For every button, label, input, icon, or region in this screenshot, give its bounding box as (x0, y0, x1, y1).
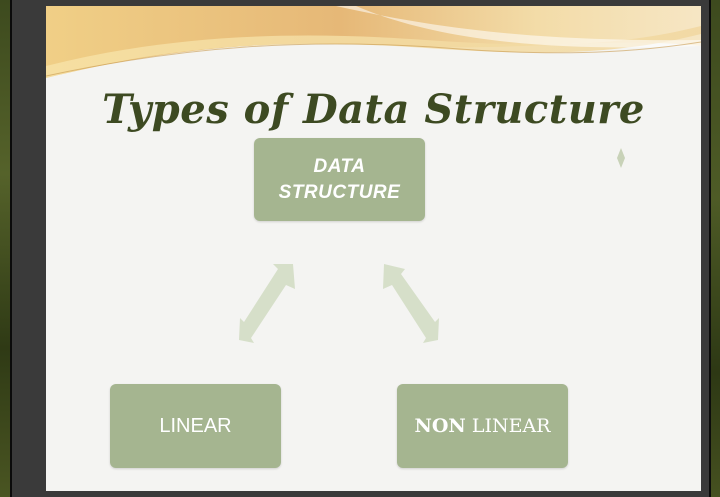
slide-title: Types of Data Structure (102, 86, 645, 133)
linear-box: LINEAR (110, 384, 281, 468)
right-edge-background (711, 0, 720, 497)
data-structure-box: DATA STRUCTURE (254, 138, 425, 221)
presentation-frame: Types of Data Structure DATA STRUCTURE L… (12, 0, 709, 497)
double-arrow-right (383, 264, 439, 343)
diamond-sparkle-icon (617, 148, 625, 168)
double-arrow-left (239, 264, 295, 343)
non-linear-box: NON LINEAR (397, 384, 568, 468)
left-edge-background (0, 0, 10, 497)
root-label-line2: STRUCTURE (278, 181, 401, 203)
header-swoosh (46, 6, 701, 78)
non-label: NON (414, 415, 466, 437)
connector-arrows (239, 264, 439, 343)
root-label-line1: DATA (313, 155, 366, 177)
linear-rest-label: LINEAR (465, 415, 551, 437)
linear-label: LINEAR (159, 414, 232, 437)
slide: Types of Data Structure DATA STRUCTURE L… (46, 6, 701, 491)
